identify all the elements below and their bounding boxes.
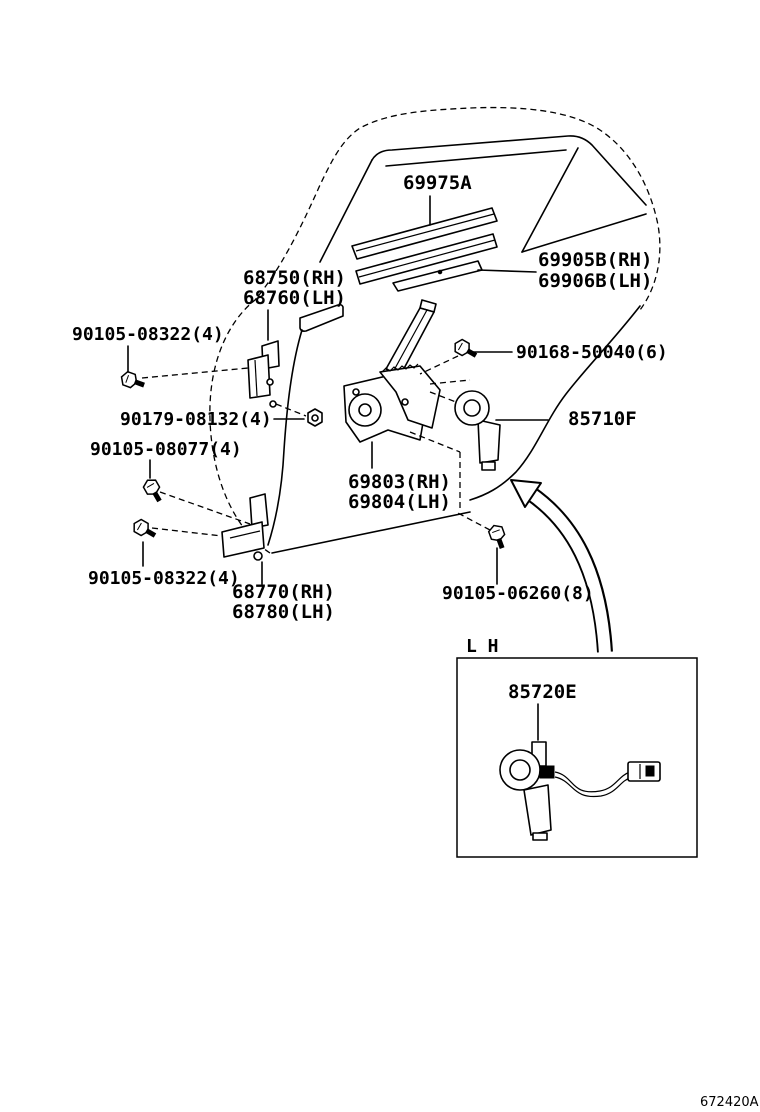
dash-bolt-to-door (455, 511, 491, 531)
motor-plug (627, 761, 661, 782)
window-frame-inner-top (385, 149, 567, 167)
lower-hinge-68770 (221, 493, 269, 585)
label-68780: 68780(LH) (232, 601, 335, 623)
hinge-bolt-hole (266, 378, 274, 386)
bracket-hole (437, 269, 443, 275)
label-85720e: 85720E (508, 681, 577, 703)
window-frame-front (319, 159, 373, 263)
door-bottom-edge (271, 511, 471, 554)
figure-code: 672420A (700, 1095, 759, 1110)
regulator-mount-hole (401, 398, 409, 406)
hinge-pin (269, 400, 277, 408)
door-rear-edge (469, 305, 641, 501)
weatherstrip-inner (358, 239, 496, 278)
arrow-shaft-fill (526, 488, 611, 655)
bolt-90105-08077 (140, 475, 167, 506)
motor-hub (463, 399, 481, 417)
label-69975a: 69975A (403, 172, 472, 194)
moulding-strip-inner (355, 213, 495, 252)
door-handle (299, 303, 344, 332)
fasteners (118, 336, 510, 552)
label-68750: 68750(RH) (243, 267, 346, 289)
lh-detail-box (456, 657, 698, 858)
moulding-strip (351, 207, 498, 260)
bolt-90168-50040 (450, 336, 481, 363)
bolt-90105-08322-upper (118, 369, 148, 393)
leader-69905b (477, 269, 537, 273)
hinge-plate-edge (254, 359, 258, 397)
hinge-plate (247, 354, 271, 399)
dash-motor-to-regulator (429, 379, 471, 385)
label-68760: 68760(LH) (243, 287, 346, 309)
belt-moulding-69975a (351, 195, 498, 260)
dash-regulator-to-motor (429, 391, 457, 403)
label-69905b: 69905B(RH) (538, 249, 652, 271)
label-68770: 68770(RH) (232, 581, 335, 603)
dash-upper-bolt-to-hinge (141, 367, 249, 379)
door-front-edge (267, 329, 303, 546)
plug-latch (645, 765, 655, 777)
regulator-motor-85720e (499, 703, 661, 841)
motor-terminal (539, 765, 555, 779)
label-85710f: 85710F (568, 408, 637, 430)
label-69906b: 69906B(LH) (538, 270, 652, 292)
dash-bolt-to-regulator (419, 355, 459, 375)
nut-90179-08132 (307, 408, 323, 427)
weatherstrip-69905b (355, 233, 537, 292)
part-labels: 69975A 69905B(RH) 69906B(LH) 68750(RH) 6… (72, 172, 759, 1110)
label-90105-08322-bottom: 90105-08322(4) (88, 568, 240, 589)
regulator-mount-hole (352, 388, 360, 396)
dash-lower-bolt-to-hinge (151, 527, 223, 537)
bolt-90105-06260 (486, 522, 510, 552)
sector-gear-teeth (381, 363, 419, 373)
window-pillar (521, 147, 579, 253)
nut-hole (311, 414, 319, 422)
regulator-sector-gear (379, 365, 441, 429)
regulator-arm-line (392, 309, 428, 373)
motor-connector (481, 461, 496, 471)
detail-arrow (510, 479, 613, 655)
label-90105-08077: 90105-08077(4) (90, 439, 242, 460)
label-90105-06260: 90105-06260(8) (442, 583, 594, 604)
motor-wire-second (554, 776, 631, 798)
label-lh-box-title: L H (466, 636, 499, 657)
dash-bolt-to-lower-hinge (159, 491, 251, 525)
door-outline (209, 106, 661, 554)
label-69803: 69803(RH) (348, 471, 451, 493)
motor-wire (554, 771, 631, 793)
upper-hinge-68750 (247, 309, 280, 408)
window-regulator-69803 (343, 299, 441, 469)
hinge-base-edge (229, 530, 261, 539)
hinge-base-plate (221, 521, 265, 558)
window-quarter-bottom (521, 213, 647, 253)
label-90179-08132: 90179-08132(4) (120, 409, 272, 430)
door-outline-dashed (209, 106, 661, 554)
label-90168-50040: 90168-50040(6) (516, 342, 668, 363)
hinge-pin-lower (253, 551, 263, 561)
motor-gear-body (523, 784, 552, 836)
motor-output-cap (532, 832, 548, 841)
dash-regulator-to-door (409, 431, 461, 453)
arrow-head (510, 479, 542, 508)
regulator-drive-gear-hub (358, 403, 372, 417)
motor-gear-housing (477, 419, 501, 464)
hinge-vertical-plate (249, 493, 269, 529)
label-90105-08322-top: 90105-08322(4) (72, 324, 224, 345)
lh-box-frame (456, 657, 698, 858)
dash-hinge-to-nut (275, 403, 307, 417)
bolt-90105-08322-lower (129, 516, 160, 543)
label-69804: 69804(LH) (348, 491, 451, 513)
regulator-motor-85710f (454, 390, 549, 471)
motor-drum-hub (509, 759, 531, 781)
assembly-lines (127, 345, 513, 585)
window-frame-top (371, 135, 647, 206)
